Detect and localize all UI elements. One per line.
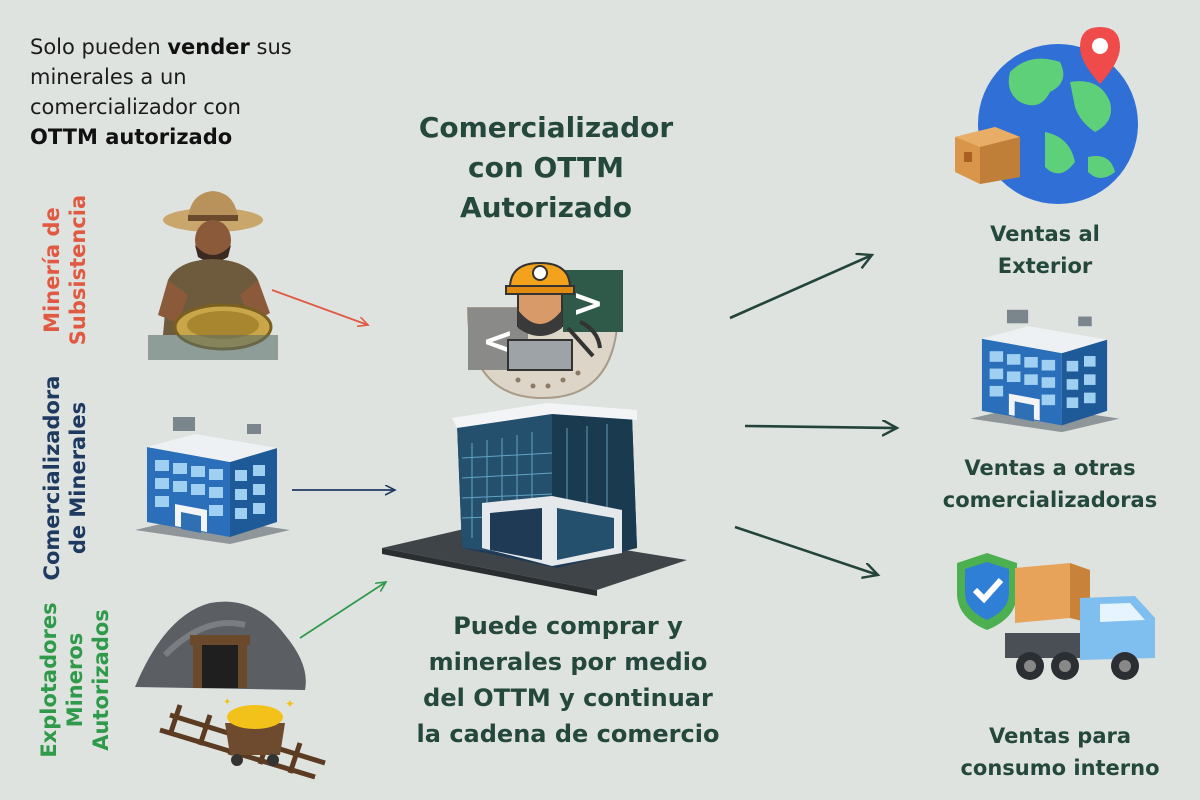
output-label-comercializadoras-line2: comercializadoras [942,488,1158,512]
center-building-icon [382,403,687,596]
center-desc-line1: Puede comprar y [453,612,683,640]
subsistence-miner-icon [148,191,278,360]
center-desc-line4: la cadena de comercio [416,720,720,748]
intro-text: Solo pueden vender sus minerales a un co… [30,32,330,152]
center-desc-line3: del OTTM y continuar [423,684,713,712]
globe-icon [955,27,1138,204]
svg-text:>: > [572,281,604,325]
output-label-consumo-line2: consumo interno [960,756,1160,780]
intro-line4-bold: OTTM autorizado [30,125,233,149]
delivery-truck-icon [957,553,1155,680]
output-label-consumo-line1: Ventas para [988,724,1132,748]
output-label-consumo: Ventas para consumo interno [915,720,1200,784]
center-title-line3: Autorizado [459,191,633,224]
center-desc-line2: minerales por medio [428,648,708,676]
output-label-exterior-line2: Exterior [997,254,1093,278]
intro-line1-bold: vender [167,35,250,59]
center-title: Comercializador con OTTM Autorizado [400,108,692,228]
mine-icon: ✦ ✦ [135,601,326,780]
output-label-comercializadoras-line1: Ventas a otras [964,456,1136,480]
intro-line1-post: sus [249,35,292,59]
output-label-comercializadoras: Ventas a otras comercializadoras [905,452,1195,516]
center-title-line2: con OTTM [467,151,625,184]
output-label-exterior-line1: Ventas al [990,222,1100,246]
output-building-icon [970,309,1120,433]
intro-line3: comercializador con [30,95,241,119]
intro-line2: minerales a un [30,65,187,89]
output-label-exterior: Ventas al Exterior [935,218,1155,282]
svg-text:✦: ✦ [285,697,295,711]
source-building-icon [135,417,290,544]
ottm-miner-icon: < > [466,261,623,400]
svg-text:✦: ✦ [223,697,231,708]
intro-line1-pre: Solo pueden [30,35,168,59]
center-description: Puede comprar y minerales por medio del … [400,608,736,752]
center-title-line1: Comercializador [418,111,674,144]
